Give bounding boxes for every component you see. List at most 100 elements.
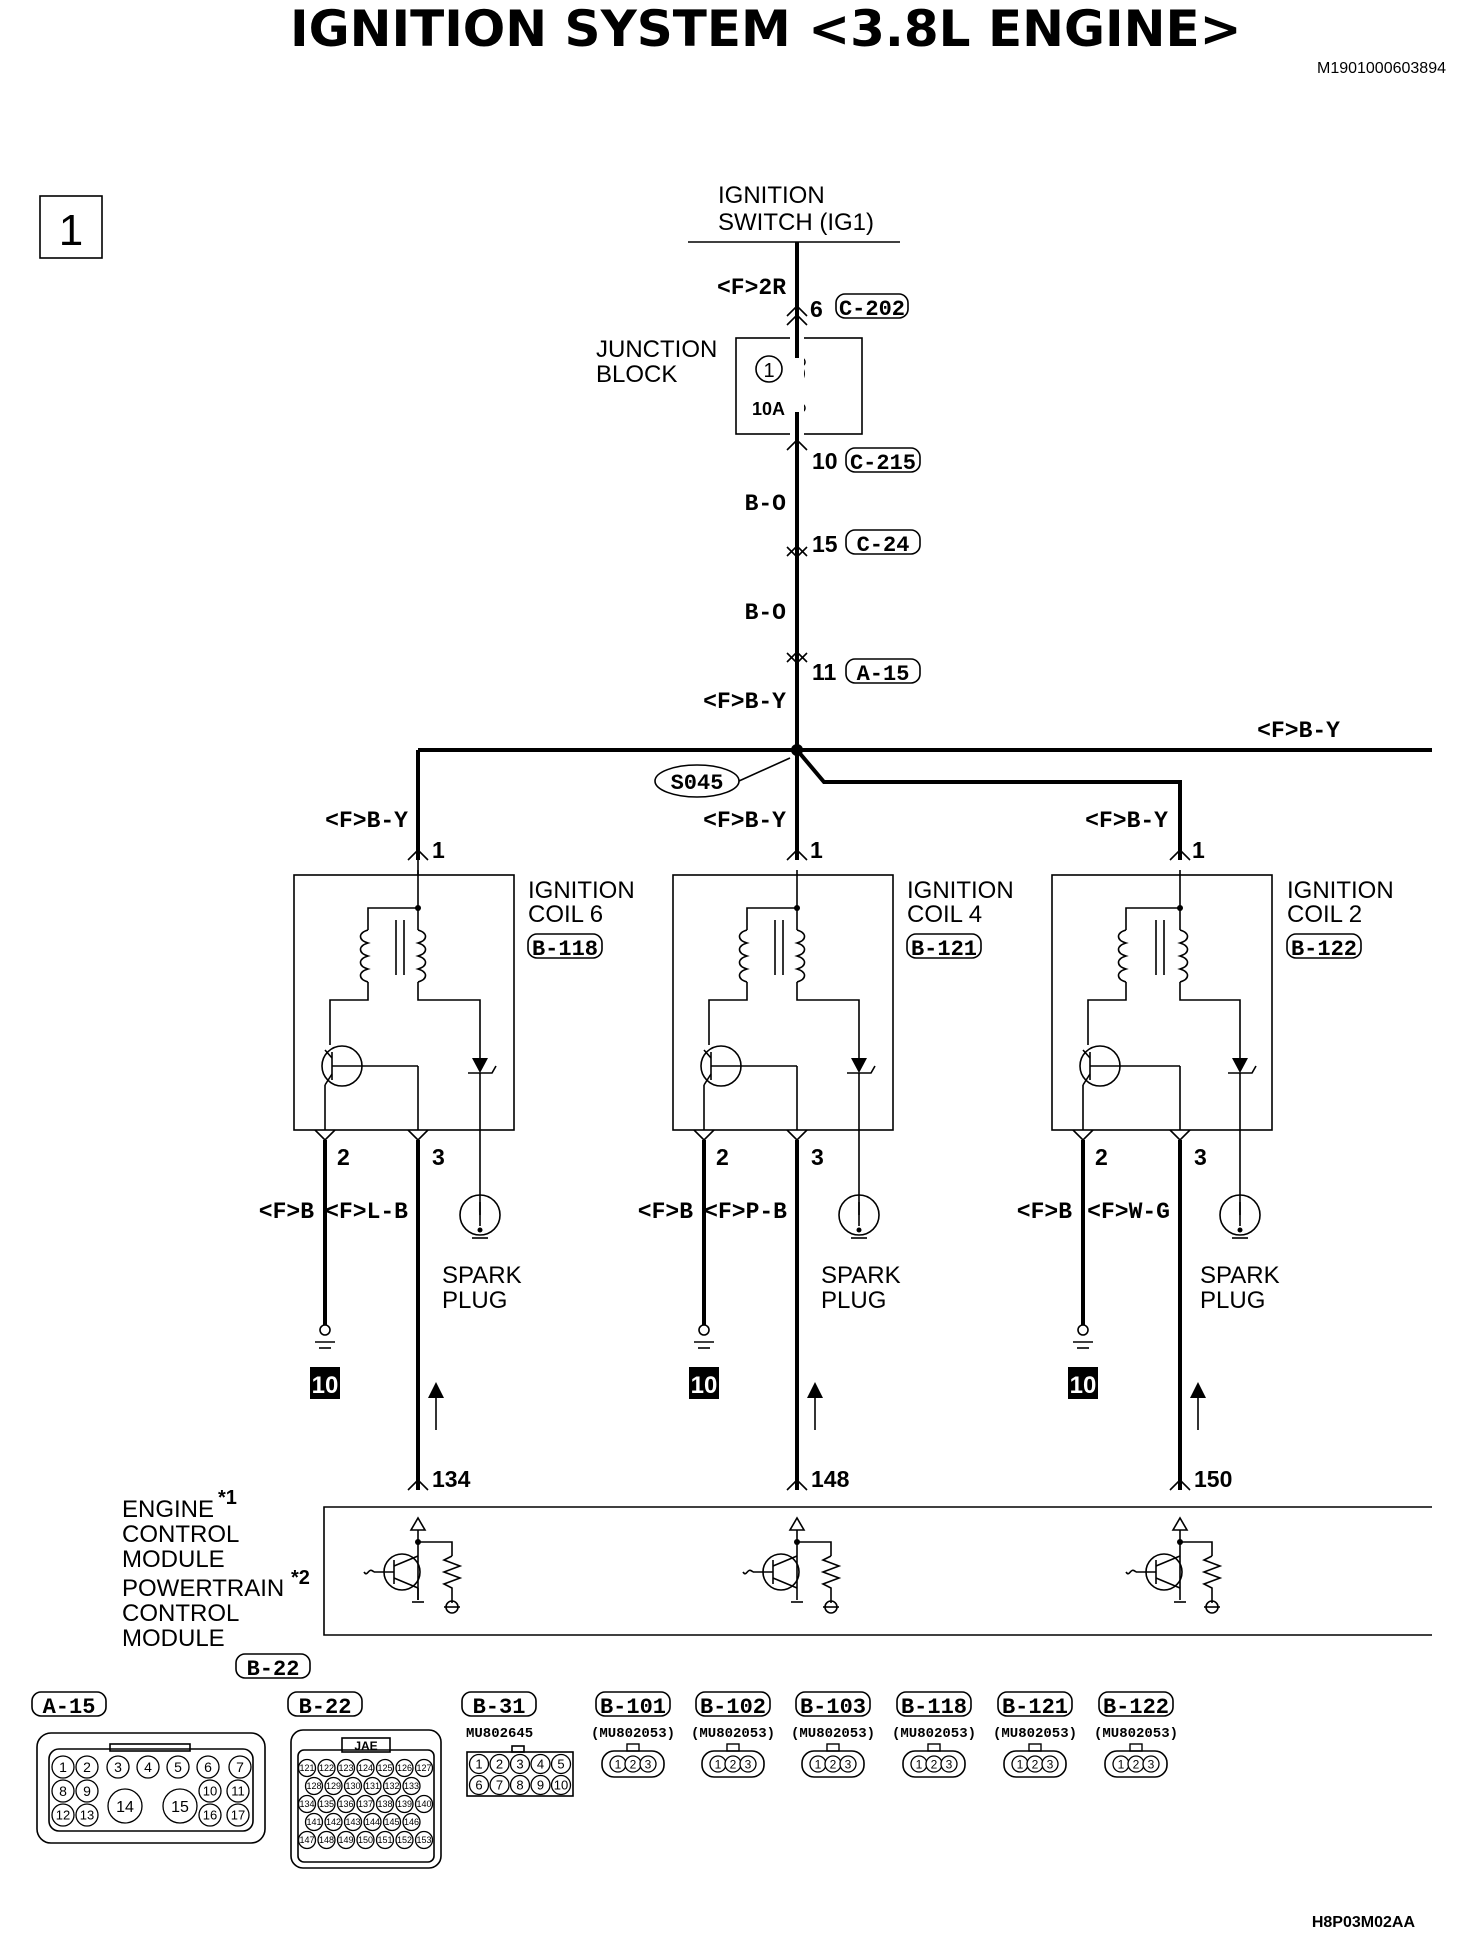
coil2-box <box>1051 874 1273 1131</box>
coil2-ecm-pin: 150 <box>1194 1466 1232 1492</box>
ground-icon <box>319 1324 331 1336</box>
svg-text:142: 142 <box>326 1817 341 1827</box>
coil6-primary-winding <box>359 929 371 983</box>
a15-pin: 8 <box>51 1779 75 1803</box>
svg-text:3: 3 <box>845 1757 852 1771</box>
svg-text:2: 2 <box>1133 1757 1140 1771</box>
connector-part: (MU802053) <box>1094 1726 1178 1742</box>
svg-text:3: 3 <box>1047 1757 1054 1771</box>
coil2-pin3: 3 <box>1194 1144 1207 1170</box>
svg-text:2: 2 <box>931 1757 938 1771</box>
svg-text:3: 3 <box>516 1757 523 1772</box>
b22-pin: 140 <box>414 1794 434 1814</box>
svg-text:5: 5 <box>174 1759 182 1775</box>
coil2-name-2: COIL 2 <box>1287 901 1362 928</box>
b22-pin: 135 <box>317 1794 336 1814</box>
connector-pin: 1 <box>809 1755 827 1773</box>
a15-pin: 4 <box>136 1755 160 1779</box>
connector-part: (MU802053) <box>892 1726 976 1742</box>
svg-text:153: 153 <box>416 1835 431 1845</box>
connector-label: B-121 <box>1002 1695 1068 1720</box>
b31-pin: 10 <box>550 1774 572 1796</box>
b22-pin: 145 <box>382 1812 402 1832</box>
a15-pin: 12 <box>51 1803 75 1827</box>
coil4-sig-wire-color: <F>P-B <box>704 1199 787 1225</box>
b22-pin: 139 <box>395 1794 414 1814</box>
svg-text:130: 130 <box>345 1781 360 1791</box>
module-line1: ENGINE <box>122 1496 214 1523</box>
coil4-pin1: 1 <box>810 837 823 863</box>
trunk-conn-2: A-15 <box>857 662 910 687</box>
a15-pin: 17 <box>226 1803 250 1827</box>
connector-pin: 1 <box>1112 1755 1130 1773</box>
b22-pin: 124 <box>356 1758 375 1778</box>
ecm-driver-3 <box>1125 1516 1223 1614</box>
svg-text:126: 126 <box>397 1763 412 1773</box>
connector-pin: 2 <box>1026 1755 1044 1773</box>
coil2-secondary-winding <box>1177 929 1189 983</box>
coil4-secondary-winding <box>794 929 806 983</box>
b22-pin: 133 <box>402 1776 421 1796</box>
connector-part: (MU802053) <box>691 1726 775 1742</box>
coil4-connector: B-121 <box>911 937 977 962</box>
coil4-box <box>672 874 894 1131</box>
b22-pin: 123 <box>336 1758 356 1778</box>
svg-text:7: 7 <box>496 1778 503 1793</box>
b31-label: B-31 <box>473 1695 526 1720</box>
svg-text:10: 10 <box>554 1778 568 1793</box>
b31-part: MU802645 <box>466 1726 533 1742</box>
ground-ref-box <box>1068 1367 1098 1399</box>
coil2-pin2: 2 <box>1095 1144 1108 1170</box>
svg-text:14: 14 <box>116 1799 134 1816</box>
control-module-box <box>323 1506 1432 1636</box>
coil6-pin1: 1 <box>432 837 445 863</box>
coil6-spark-plug-label-2: PLUG <box>442 1287 507 1314</box>
svg-text:133: 133 <box>404 1781 419 1791</box>
b22-pin: 121 <box>297 1758 317 1778</box>
b22-pin: 128 <box>304 1776 324 1796</box>
coil2-ground-ref: 10 <box>1070 1372 1097 1399</box>
svg-text:147: 147 <box>299 1835 314 1845</box>
svg-text:121: 121 <box>299 1763 314 1773</box>
connector-label: B-122 <box>1103 1695 1169 1720</box>
trunk-conn-1: C-24 <box>857 533 910 558</box>
b22-pin: 126 <box>395 1758 414 1778</box>
svg-text:132: 132 <box>384 1781 399 1791</box>
a15-housing <box>36 1732 266 1844</box>
svg-text:15: 15 <box>171 1799 189 1816</box>
svg-text:127: 127 <box>416 1763 431 1773</box>
svg-text:5: 5 <box>557 1757 564 1772</box>
coil6-secondary-winding <box>415 929 427 983</box>
svg-text:138: 138 <box>377 1799 392 1809</box>
svg-text:122: 122 <box>319 1763 334 1773</box>
svg-text:10: 10 <box>203 1784 217 1799</box>
svg-text:146: 146 <box>404 1817 419 1827</box>
svg-text:131: 131 <box>365 1781 380 1791</box>
svg-text:137: 137 <box>358 1799 373 1809</box>
coil2-spark-plug-label-2: PLUG <box>1200 1287 1265 1314</box>
b22-pin: 143 <box>343 1812 363 1832</box>
coil6-ground-ref: 10 <box>312 1372 339 1399</box>
coil6-wire-in: <F>B-Y <box>325 808 408 834</box>
b31-pin: 9 <box>530 1774 551 1796</box>
junction-label-2: BLOCK <box>596 361 677 388</box>
b22-pin: 142 <box>324 1812 343 1832</box>
coil2-feed-wire <box>795 748 1182 860</box>
connector-pin: 3 <box>1142 1755 1160 1773</box>
a15-pin: 13 <box>75 1803 99 1827</box>
connector-part: (MU802053) <box>993 1726 1077 1742</box>
coil6-ecm-pin: 134 <box>432 1466 471 1492</box>
connector-pin: 3 <box>639 1755 657 1773</box>
ignition-coil-2: <F>B-Y 1 2 3 IGNITION COIL 2 B-122 <F <box>1017 808 1394 1492</box>
svg-text:2: 2 <box>1032 1757 1039 1771</box>
svg-text:4: 4 <box>144 1759 152 1775</box>
coil2-wire-in: <F>B-Y <box>1085 808 1168 834</box>
connector-pin: 1 <box>709 1755 727 1773</box>
svg-text:8: 8 <box>59 1783 67 1799</box>
b22-pin: 134 <box>297 1794 317 1814</box>
svg-text:124: 124 <box>358 1763 373 1773</box>
a15-pin: 1 <box>51 1755 75 1779</box>
b22-pin: 141 <box>304 1812 324 1832</box>
b31-pin: 5 <box>550 1753 572 1775</box>
